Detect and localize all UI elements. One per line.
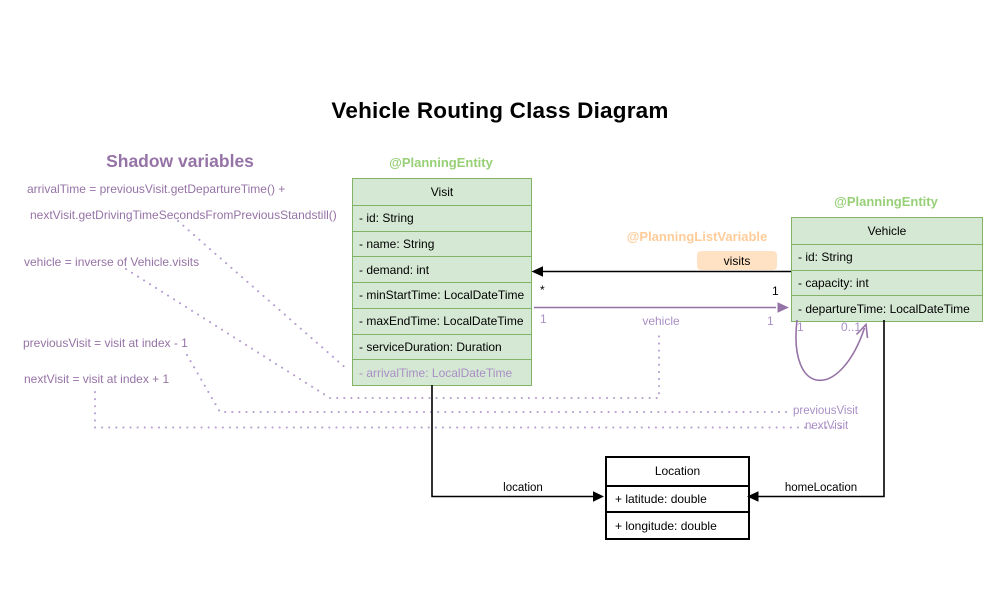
vehicle-attribute-departuretime: - departureTime: LocalDateTime <box>792 295 982 321</box>
location-edge-label: location <box>503 482 543 494</box>
vehicle-planning-entity-annotation: @PlanningEntity <box>834 194 938 209</box>
visit-attribute-arrivaltime: - arrivalTime: LocalDateTime <box>353 359 531 385</box>
location-arrowhead-icon <box>593 491 604 502</box>
shadow-variables-heading: Shadow variables <box>106 151 254 171</box>
vehicle-class-box: Vehicle - id: String - capacity: int - d… <box>791 217 983 322</box>
previousvisit-edge-label: previousVisit <box>793 405 858 417</box>
location-class-box: Location + latitude: double + longitude:… <box>605 456 750 540</box>
location-attribute-longitude: + longitude: double <box>607 511 748 538</box>
chain-multiplicity-zero-one: 0..1 <box>841 320 862 334</box>
visits-multiplicity-star: * <box>540 283 545 297</box>
visit-attribute-demand: - demand: int <box>353 256 531 282</box>
visit-attribute-name: - name: String <box>353 230 531 257</box>
visit-attribute-serviceduration: - serviceDuration: Duration <box>353 333 531 360</box>
vehicle-attribute-id: - id: String <box>792 243 982 270</box>
formula-arrivaltime-line1: arrivalTime = previousVisit.getDeparture… <box>27 182 286 196</box>
visit-planning-entity-annotation: @PlanningEntity <box>389 155 493 170</box>
formula-previousvisit: previousVisit = visit at index - 1 <box>23 336 188 350</box>
formula-nextvisit: nextVisit = visit at index + 1 <box>24 372 170 386</box>
location-class-name: Location <box>654 464 701 479</box>
nextvisit-edge-label: nextVisit <box>805 420 849 432</box>
visit-attribute-minstarttime: - minStartTime: LocalDateTime <box>353 282 531 308</box>
formula-arrivaltime-line2: nextVisit.getDrivingTimeSecondsFromPrevi… <box>30 208 337 222</box>
homelocation-edge-label: homeLocation <box>784 482 858 494</box>
visits-multiplicity-one: 1 <box>772 284 779 298</box>
dotted-connector-nextvisit <box>94 391 846 429</box>
visit-attribute-id: - id: String <box>353 204 531 231</box>
location-association-line <box>431 385 596 498</box>
formula-vehicle: vehicle = inverse of Vehicle.visits <box>24 255 200 269</box>
vehicle-attribute-capacity: - capacity: int <box>792 269 982 296</box>
dotted-connector-arrivaltime <box>177 220 349 371</box>
chain-multiplicity-one: 1 <box>797 320 804 334</box>
vehicle-multiplicity-right: 1 <box>767 314 774 328</box>
diagram-title: Vehicle Routing Class Diagram <box>331 98 669 123</box>
vehicle-multiplicity-left: 1 <box>540 312 547 326</box>
vehicle-class-name: Vehicle <box>867 223 907 238</box>
visits-edge-label-badge: visits <box>697 251 777 270</box>
visit-class-box: Visit - id: String - name: String - dema… <box>352 178 532 386</box>
visits-arrowhead-icon <box>531 266 543 277</box>
vehicle-edge-label: vehicle <box>642 314 680 328</box>
vehicle-arrowhead-icon <box>777 302 789 313</box>
location-attribute-latitude: + latitude: double <box>607 484 748 512</box>
visit-class-name: Visit <box>430 184 454 199</box>
visit-attribute-maxendtime: - maxEndTime: LocalDateTime <box>353 307 531 334</box>
planning-list-variable-annotation: @PlanningListVariable <box>626 229 768 244</box>
